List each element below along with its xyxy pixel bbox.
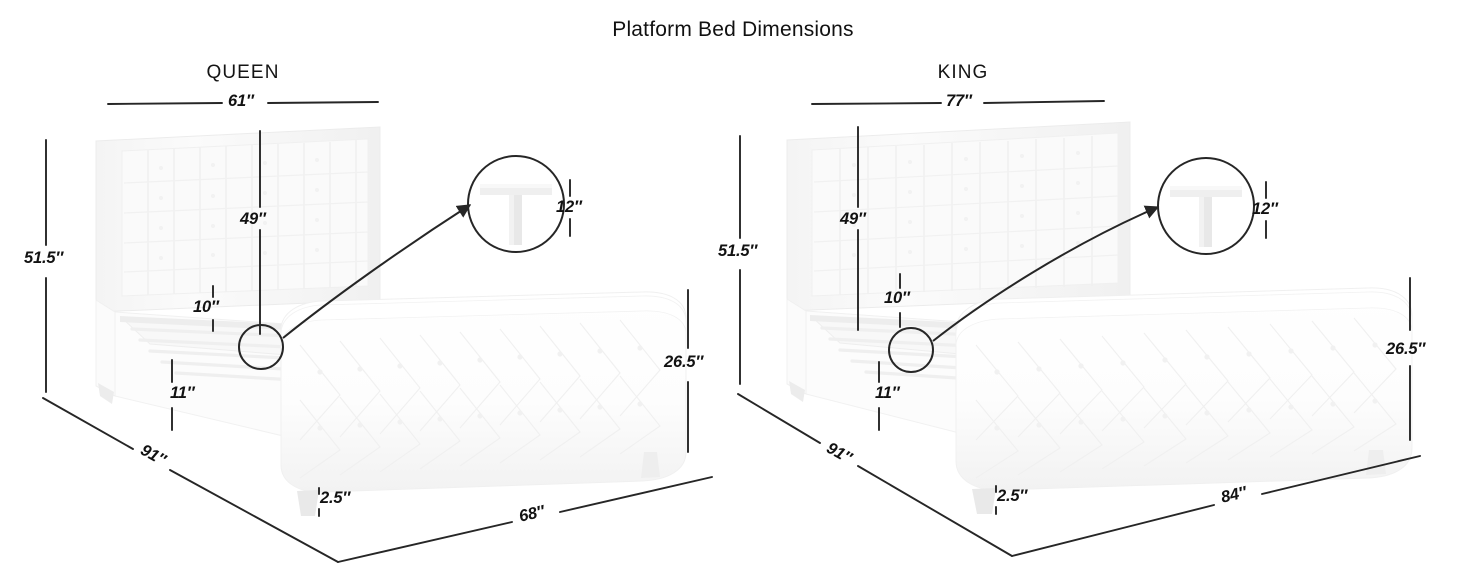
queen-callout — [238, 155, 565, 370]
queen-foot-height-dimension: 2.5″ — [320, 489, 351, 507]
king-dimension-lines — [737, 100, 1421, 557]
queen-dimension-lines — [42, 101, 713, 563]
king-center-support-detail — [1170, 186, 1242, 247]
queen-depth-line-lower — [169, 469, 339, 563]
queen-width-line-left — [107, 102, 223, 105]
queen-callout-source-circle — [238, 324, 284, 370]
king-callout-source-circle — [888, 327, 934, 373]
king-width-line-left — [811, 102, 942, 105]
king-length-line-right — [1261, 455, 1421, 495]
king-length-line-left — [1011, 504, 1215, 557]
king-callout-detail-circle — [1157, 157, 1255, 255]
queen-callout-detail-circle — [467, 155, 565, 253]
king-overall-height-dimension: 51.5″ — [718, 242, 758, 260]
king-footboard-height-dimension: 26.5″ — [1386, 340, 1426, 358]
page-title: Platform Bed Dimensions — [612, 18, 854, 41]
queen-clearance-dimension: 11″ — [170, 384, 195, 402]
king-width-dimension: 77″ — [946, 92, 972, 110]
king-deck-to-rail-dimension: 10″ — [884, 289, 910, 307]
king-width-line-right — [983, 100, 1105, 104]
king-callout — [888, 157, 1255, 373]
queen-width-dimension: 61″ — [228, 92, 254, 110]
queen-depth-line-upper — [42, 397, 134, 450]
queen-center-support-dimension: 12″ — [556, 198, 582, 216]
queen-center-support-detail — [480, 184, 552, 245]
king-foot-height-dimension: 2.5″ — [997, 487, 1028, 505]
queen-size-label: QUEEN — [206, 62, 280, 83]
queen-width-line-right — [267, 101, 379, 104]
king-bed-illustration — [786, 121, 1413, 514]
queen-headboard-height-dimension: 49″ — [240, 210, 266, 228]
queen-deck-to-rail-dimension: 10″ — [193, 298, 219, 316]
king-size-label: KING — [937, 62, 989, 83]
king-clearance-dimension: 11″ — [875, 384, 900, 402]
king-depth-line-lower — [857, 465, 1013, 557]
king-headboard-height-dimension: 49″ — [840, 210, 866, 228]
king-callout-leader-arc — [932, 205, 1160, 342]
king-center-support-dimension: 12″ — [1252, 200, 1278, 218]
queen-callout-leader-arc — [282, 204, 472, 339]
queen-length-line-left — [337, 521, 513, 563]
queen-overall-height-dimension: 51.5″ — [24, 249, 64, 267]
queen-footboard-height-dimension: 26.5″ — [664, 353, 704, 371]
queen-length-line-right — [559, 476, 713, 513]
king-depth-line-upper — [737, 393, 821, 444]
queen-bed-illustration — [95, 126, 687, 516]
